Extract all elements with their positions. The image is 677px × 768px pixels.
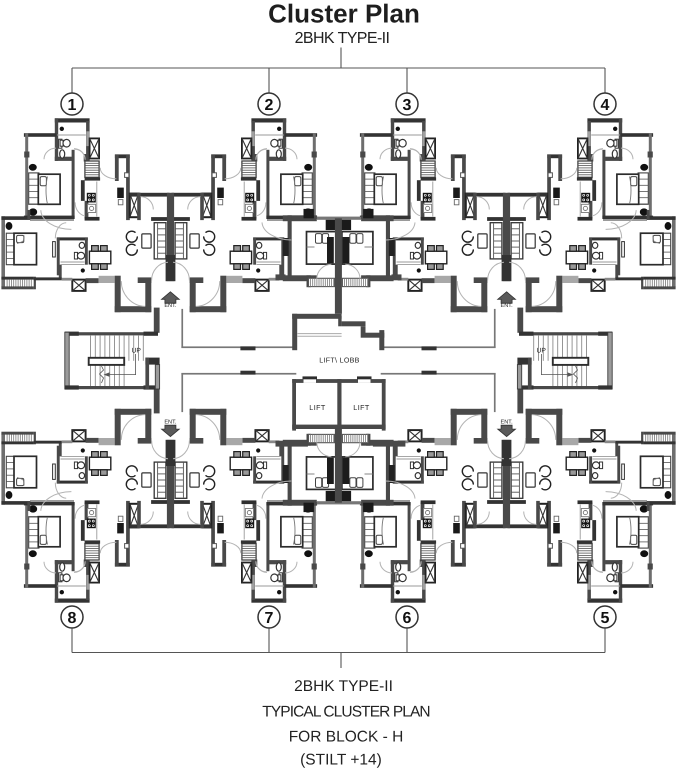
svg-text:LIFT\ LOBB: LIFT\ LOBB <box>319 357 359 365</box>
svg-text:Cluster Plan: Cluster Plan <box>268 0 420 29</box>
svg-text:TYPICAL CLUSTER PLAN: TYPICAL CLUSTER PLAN <box>262 704 429 721</box>
svg-text:UP: UP <box>131 347 141 354</box>
svg-text:ENT.: ENT. <box>164 303 177 309</box>
svg-text:6: 6 <box>403 610 412 627</box>
svg-text:2: 2 <box>265 97 274 114</box>
svg-text:FOR BLOCK - H: FOR BLOCK - H <box>289 729 404 746</box>
svg-text:ENT.: ENT. <box>501 303 514 309</box>
svg-text:ENT.: ENT. <box>164 419 177 425</box>
svg-text:1: 1 <box>68 97 77 114</box>
svg-text:ENT.: ENT. <box>501 419 514 425</box>
svg-text:UP: UP <box>536 347 546 354</box>
svg-text:LIFT: LIFT <box>353 403 370 412</box>
svg-text:7: 7 <box>265 610 274 627</box>
svg-text:5: 5 <box>601 610 610 627</box>
svg-text:(STILT +14): (STILT +14) <box>300 752 382 768</box>
svg-text:8: 8 <box>68 610 77 627</box>
svg-text:2BHK TYPE-II: 2BHK TYPE-II <box>294 678 393 695</box>
svg-text:4: 4 <box>601 97 610 114</box>
svg-text:2BHK TYPE-II: 2BHK TYPE-II <box>295 30 390 47</box>
svg-text:LIFT: LIFT <box>309 403 326 412</box>
svg-text:3: 3 <box>403 97 412 114</box>
